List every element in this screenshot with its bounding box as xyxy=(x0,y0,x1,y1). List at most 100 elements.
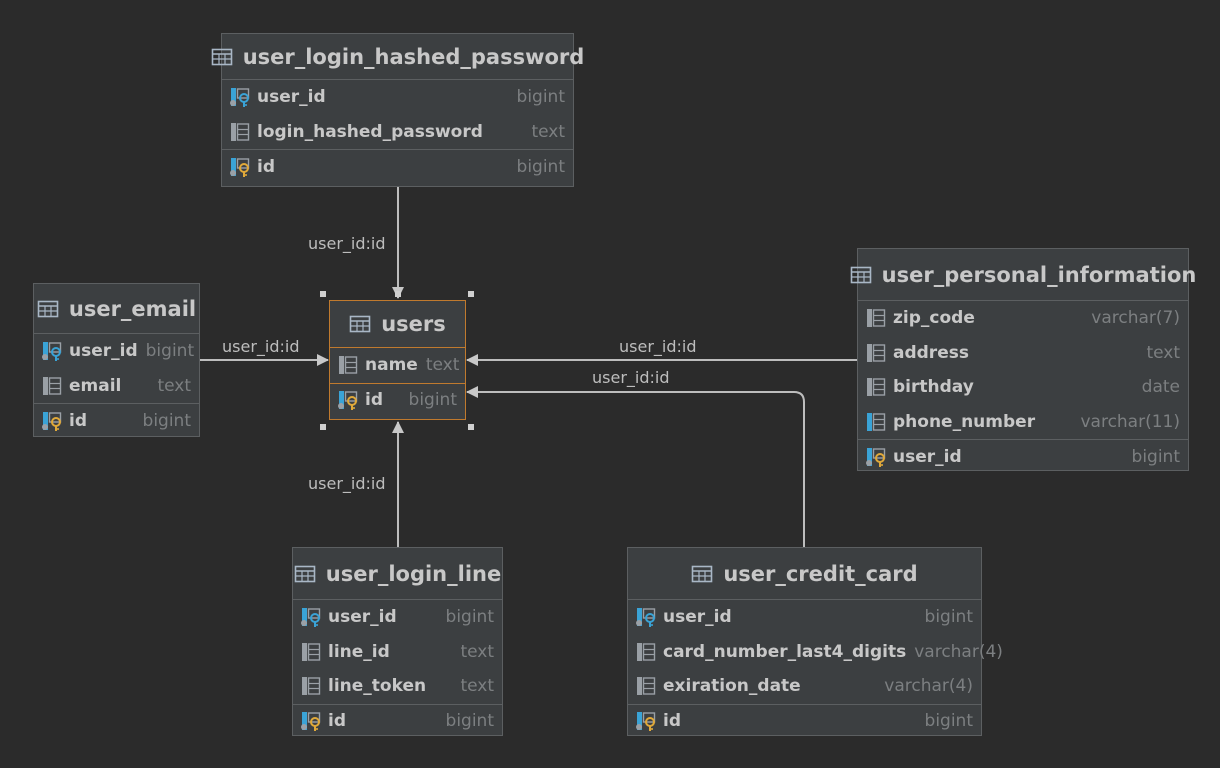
edge-label-card: user_id:id xyxy=(592,368,670,387)
column-row[interactable]: card_number_last4_digits varchar(4) xyxy=(628,635,1003,670)
primary-key-row[interactable]: user_id bigint xyxy=(858,439,1188,474)
column-type: varchar(4) xyxy=(914,641,1003,662)
table-icon xyxy=(211,48,232,65)
edge-label-line: user_id:id xyxy=(308,474,386,493)
selection-handle[interactable] xyxy=(395,291,401,297)
edge-label-personal: user_id:id xyxy=(619,337,697,356)
column-name: address xyxy=(893,342,969,363)
pk-key-icon xyxy=(42,411,62,431)
column-type: bigint xyxy=(142,410,191,431)
column-row[interactable]: line_token text xyxy=(293,669,502,704)
table-title: user_login_line xyxy=(325,561,502,586)
column-type: bigint xyxy=(1131,446,1180,467)
column-type: bigint xyxy=(408,390,457,411)
column-type: bigint xyxy=(516,87,565,108)
fk-key-icon xyxy=(230,88,250,108)
column-name: id xyxy=(69,410,87,431)
column-row[interactable]: exiration_date varchar(4) xyxy=(628,669,981,704)
pk-key-icon xyxy=(338,391,358,411)
column-type: text xyxy=(460,676,494,697)
column-icon xyxy=(43,376,62,395)
column-name: id xyxy=(257,156,275,177)
column-name: exiration_date xyxy=(663,676,801,697)
column-name: user_id xyxy=(257,87,326,108)
column-type: bigint xyxy=(516,156,565,177)
column-type: varchar(7) xyxy=(1091,308,1180,329)
column-name: id xyxy=(365,390,383,411)
edge-card-to-users xyxy=(466,386,805,547)
column-icon xyxy=(867,309,886,328)
column-row[interactable]: name text xyxy=(330,348,465,383)
column-icon xyxy=(302,677,321,696)
column-icon-blue xyxy=(867,412,886,431)
primary-key-row[interactable]: id bigint xyxy=(34,403,199,438)
fk-key-icon xyxy=(636,608,656,628)
column-name: zip_code xyxy=(893,308,975,329)
primary-key-row[interactable]: id bigint xyxy=(330,382,465,418)
column-name: id xyxy=(663,711,681,732)
column-row[interactable]: email text xyxy=(34,369,199,404)
table-users[interactable]: users name text id bigint xyxy=(329,300,466,420)
table-title: users xyxy=(381,312,446,336)
table-user-credit-card[interactable]: user_credit_card user_id bigint card_number… xyxy=(627,547,1003,739)
column-type: bigint xyxy=(924,607,973,628)
column-name: line_token xyxy=(328,676,427,697)
table-icon xyxy=(850,266,871,283)
fk-key-icon xyxy=(42,342,62,362)
table-icon xyxy=(37,300,59,317)
column-row[interactable]: zip_code varchar(7) xyxy=(858,301,1188,336)
table-header[interactable]: user_personal_information xyxy=(850,249,1196,301)
column-name: name xyxy=(365,355,418,376)
column-type: varchar(4) xyxy=(884,676,973,697)
column-row[interactable]: user_id bigint xyxy=(628,600,981,635)
column-name: phone_number xyxy=(893,411,1036,432)
table-title: user_credit_card xyxy=(723,561,918,586)
column-type: bigint xyxy=(445,711,494,732)
table-header[interactable]: user_credit_card xyxy=(628,548,981,600)
table-title: user_personal_information xyxy=(881,262,1197,287)
column-row[interactable]: phone_number varchar(11) xyxy=(858,405,1188,440)
table-header[interactable]: user_login_hashed_password xyxy=(211,34,584,80)
column-icon xyxy=(231,122,250,141)
column-type: text xyxy=(425,355,460,376)
column-icon xyxy=(339,356,358,375)
column-row[interactable]: user_id bigint xyxy=(222,80,573,115)
column-type: bigint xyxy=(445,607,494,628)
column-type: text xyxy=(157,375,191,396)
column-icon xyxy=(302,642,321,661)
primary-key-row[interactable]: id bigint xyxy=(222,149,573,184)
selection-handle[interactable] xyxy=(468,291,474,297)
column-name: card_number_last4_digits xyxy=(663,641,907,662)
table-title: user_login_hashed_password xyxy=(242,44,585,69)
column-type: date xyxy=(1141,377,1180,398)
table-header[interactable]: user_login_line xyxy=(293,548,502,600)
column-name: user_id xyxy=(893,446,962,467)
column-name: user_id xyxy=(663,607,732,628)
edge-label-email: user_id:id xyxy=(222,337,300,356)
pk-key-icon xyxy=(636,712,656,732)
table-icon xyxy=(294,565,316,582)
pk-key-icon xyxy=(301,712,321,732)
column-type: varchar(11) xyxy=(1080,411,1180,432)
selection-handle[interactable] xyxy=(320,424,326,430)
column-icon xyxy=(637,642,656,661)
table-header[interactable]: user_email xyxy=(34,284,199,334)
selection-handle[interactable] xyxy=(468,424,474,430)
table-icon xyxy=(349,315,371,333)
selection-handle[interactable] xyxy=(320,291,326,297)
column-name: email xyxy=(69,375,122,396)
table-header[interactable]: users xyxy=(330,301,465,348)
